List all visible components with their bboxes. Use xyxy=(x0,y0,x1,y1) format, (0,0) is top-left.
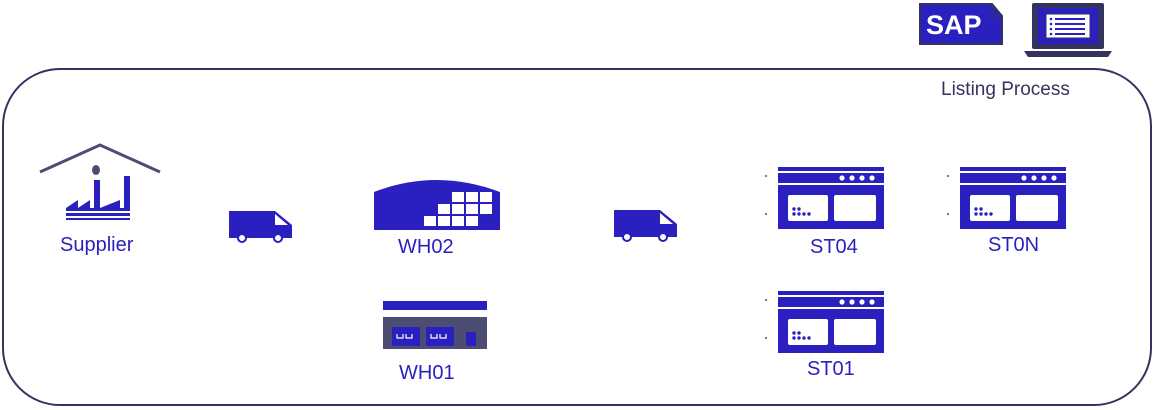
wh01-label: WH01 xyxy=(399,362,455,384)
listing-process-label: Listing Process xyxy=(941,79,1070,100)
st01-label: ST01 xyxy=(807,358,855,380)
warehouse-icon xyxy=(372,170,502,232)
store-icon xyxy=(764,290,886,354)
store-icon xyxy=(946,166,1068,230)
warehouse-slate-icon xyxy=(382,300,488,350)
st0n-label: ST0N xyxy=(988,234,1040,256)
store-icon xyxy=(764,166,886,230)
process-boundary xyxy=(2,68,1152,406)
laptop-icon xyxy=(1022,2,1114,60)
truck-icon xyxy=(611,207,681,243)
factory-icon xyxy=(38,142,162,224)
truck-icon xyxy=(226,208,296,244)
sap-logo-text: SAP xyxy=(926,10,982,40)
wh02-label: WH02 xyxy=(398,236,454,258)
supplier-label: Supplier xyxy=(60,234,134,256)
st04-label: ST04 xyxy=(810,236,858,258)
sap-logo: SAP xyxy=(918,2,1004,46)
